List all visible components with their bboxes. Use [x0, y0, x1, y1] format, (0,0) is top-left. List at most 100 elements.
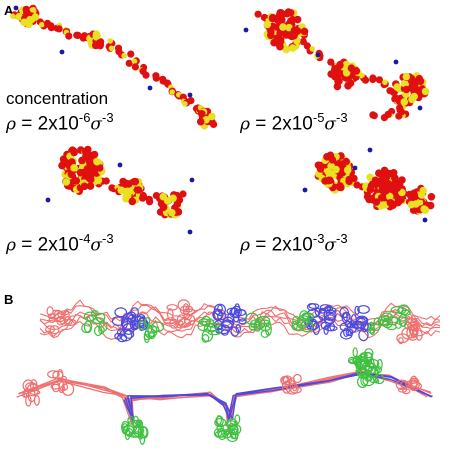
bead — [342, 157, 351, 166]
bead — [386, 169, 395, 178]
chain-segment — [126, 311, 137, 320]
bead — [122, 194, 130, 203]
chain-segment — [352, 347, 358, 358]
chain-segment — [183, 313, 192, 321]
chain-segment — [359, 352, 368, 359]
chain-segment — [280, 376, 289, 385]
bead — [410, 191, 419, 200]
chain-segment — [39, 299, 441, 324]
bead — [416, 77, 425, 86]
chain-segment — [61, 382, 75, 396]
bead — [407, 200, 416, 209]
bead — [93, 157, 101, 166]
chain-segment — [39, 319, 441, 340]
chain-segment — [374, 365, 380, 375]
chain-segment — [22, 392, 28, 398]
chain-segment — [131, 323, 140, 330]
bead — [367, 147, 373, 153]
bead — [74, 31, 82, 39]
chain-segment — [257, 315, 271, 325]
chain-segment — [395, 379, 409, 391]
bead — [108, 45, 115, 52]
bead — [276, 37, 285, 46]
chain-segment — [248, 322, 258, 331]
chain-segment — [282, 375, 292, 386]
chain-segment — [308, 303, 320, 310]
bead — [393, 59, 399, 65]
bead — [361, 76, 370, 84]
chain-segment — [324, 325, 338, 332]
chain-segment — [126, 373, 433, 422]
chain-segment — [137, 320, 146, 331]
chain-segment — [312, 322, 320, 336]
bead — [378, 186, 387, 194]
chain-segment — [232, 311, 240, 323]
chain-segment — [217, 427, 226, 438]
chain-segment — [374, 378, 380, 384]
chain-segment — [46, 306, 54, 317]
bead — [90, 150, 99, 159]
bead — [422, 217, 428, 223]
chain-segment — [59, 386, 66, 392]
bead — [145, 195, 153, 203]
chain-segment — [98, 322, 108, 333]
chain-segment — [217, 304, 223, 313]
chain-segment — [293, 373, 302, 384]
chain-segment — [214, 417, 227, 428]
bead — [400, 98, 409, 106]
bead — [363, 192, 372, 201]
bead — [159, 192, 168, 201]
chain-segment — [408, 333, 418, 341]
chain-segment — [307, 317, 313, 328]
chain-segment — [397, 387, 408, 393]
bead — [128, 197, 137, 206]
chain-segment — [60, 375, 68, 382]
chain-segment — [398, 337, 404, 345]
bead — [45, 197, 51, 203]
chain-segment — [111, 316, 125, 327]
bead — [125, 59, 133, 67]
chain-segment — [323, 325, 329, 336]
bead — [39, 21, 45, 28]
bead — [273, 23, 282, 31]
chain-segment — [357, 305, 370, 314]
bead — [377, 194, 386, 202]
bead — [326, 151, 335, 160]
chain-segment — [132, 431, 142, 438]
bead — [331, 72, 339, 81]
chain-segment — [213, 428, 223, 438]
chain-segment — [358, 328, 369, 342]
chain-segment — [144, 327, 156, 339]
chain-segment — [131, 315, 137, 327]
chain-segment — [323, 314, 336, 325]
chain-segment — [49, 325, 60, 335]
chain-segment — [201, 329, 214, 342]
bead — [263, 20, 272, 29]
chain-segment — [237, 309, 248, 322]
chain-segment — [291, 382, 298, 392]
bead — [324, 167, 333, 176]
chain-segment — [369, 324, 376, 335]
bead — [121, 52, 127, 59]
chain-segment — [410, 382, 422, 391]
chain-segment — [360, 373, 370, 379]
bead — [336, 61, 344, 70]
bead — [187, 229, 193, 235]
bead — [65, 32, 73, 40]
chain-segment — [213, 303, 226, 316]
bead — [131, 58, 138, 65]
chain-segment — [367, 327, 375, 334]
chain-segment — [299, 310, 310, 322]
bead — [326, 176, 334, 185]
chain-segment — [121, 424, 135, 436]
bead — [80, 182, 89, 191]
bead — [400, 79, 409, 88]
bead — [124, 180, 133, 188]
chain-segment — [410, 379, 419, 388]
bead — [189, 177, 195, 183]
bead — [343, 166, 352, 174]
chain-segment — [116, 328, 126, 337]
bead — [254, 10, 262, 18]
panel-b-chain-conformations — [16, 299, 441, 445]
